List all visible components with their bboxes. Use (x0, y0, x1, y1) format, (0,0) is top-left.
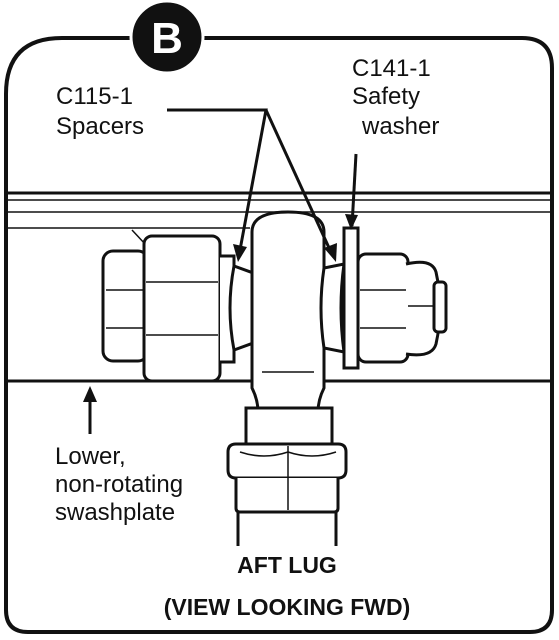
spacer-right (319, 262, 346, 354)
washer-label-line1: Safety (352, 83, 420, 110)
lug-shank (244, 406, 334, 448)
badge-letter: B (151, 14, 183, 63)
threaded-rod (236, 512, 338, 546)
panel-frame (4, 36, 554, 634)
spacers-label: Spacers (56, 113, 144, 140)
bolt-head (101, 249, 150, 363)
leader-lines (88, 108, 358, 434)
arrowheads (83, 214, 358, 402)
castle-nut (356, 252, 442, 364)
swashplate-label-line1: Lower, (55, 443, 126, 470)
washer-part-number: C141-1 (352, 55, 431, 82)
swashplate-label-line3: swashplate (55, 499, 175, 526)
rod-end-lug (250, 210, 326, 414)
spacers-part-number: C115-1 (56, 83, 133, 110)
panel-subtitle: (VIEW LOOKING FWD) (164, 594, 411, 620)
bolt-end (432, 280, 448, 334)
panel-title: AFT LUG (237, 552, 337, 578)
swashplate-label-line2: non-rotating (55, 471, 183, 498)
safety-washer (342, 226, 360, 370)
jam-nut (226, 442, 348, 514)
washer-label-line2: washer (361, 113, 439, 140)
badge-circle (129, 0, 205, 75)
bushing-housing (142, 234, 222, 383)
